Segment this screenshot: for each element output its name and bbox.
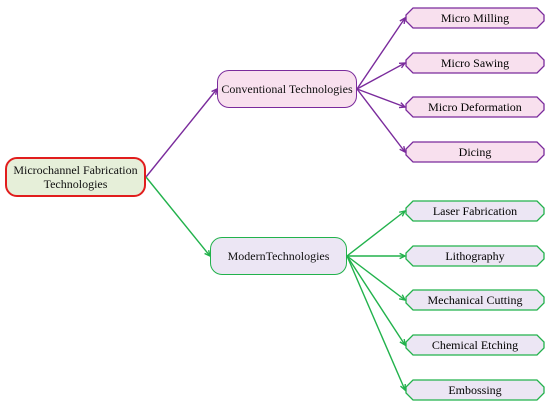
leaf-label: Mechanical Cutting xyxy=(427,292,523,307)
connector-line xyxy=(145,176,211,257)
leaf-node: Embossing xyxy=(405,379,545,401)
connector-line xyxy=(346,210,406,257)
leaf-node: Mechanical Cutting xyxy=(405,289,545,311)
arrowhead xyxy=(400,383,406,392)
leaf-shape xyxy=(405,141,545,163)
leaf-shape xyxy=(405,52,545,74)
root-label: Microchannel Fabrication Technologies xyxy=(13,162,138,191)
arrowhead xyxy=(398,210,407,217)
leaf-shape xyxy=(405,96,545,118)
connector-line xyxy=(346,255,406,391)
leaf-label: Chemical Etching xyxy=(431,337,519,352)
leaf-node: Micro Sawing xyxy=(405,52,545,74)
arrowhead xyxy=(399,338,406,347)
leaf-label: Lithography xyxy=(445,248,505,263)
leaf-label: Micro Deformation xyxy=(428,99,522,114)
connector-line xyxy=(356,88,406,153)
branch-modern-technologies: ModernTechnologies xyxy=(210,237,347,275)
connector-line xyxy=(356,17,406,90)
leaf-node: Lithography xyxy=(405,245,545,267)
arrowhead xyxy=(398,102,407,109)
leaf-node: Laser Fabrication xyxy=(405,200,545,222)
leaf-node: Micro Deformation xyxy=(405,96,545,118)
arrowhead xyxy=(399,252,407,260)
branch-label: Conventional Technologies xyxy=(221,81,353,96)
connector-line xyxy=(346,255,406,301)
leaf-shape xyxy=(405,245,545,267)
arrowhead xyxy=(399,145,406,154)
connector-line xyxy=(356,88,406,108)
connector-line xyxy=(356,62,406,90)
leaf-shape xyxy=(405,200,545,222)
leaf-shape xyxy=(405,379,545,401)
arrowhead xyxy=(398,294,407,301)
leaf-label: Micro Milling xyxy=(440,10,510,25)
connector-line xyxy=(346,255,406,346)
leaf-shape xyxy=(405,334,545,356)
leaf-label: Dicing xyxy=(458,144,492,159)
arrowhead xyxy=(399,16,406,25)
leaf-node: Micro Milling xyxy=(405,7,545,29)
leaf-label: Micro Sawing xyxy=(440,55,510,70)
root-node: Microchannel Fabrication Technologies xyxy=(5,157,146,197)
branch-label: ModernTechnologies xyxy=(227,248,330,263)
branch-conventional-technologies: Conventional Technologies xyxy=(217,70,357,108)
leaf-label: Embossing xyxy=(448,382,502,397)
arrowhead xyxy=(398,62,407,69)
leaf-node: Dicing xyxy=(405,141,545,163)
leaf-node: Chemical Etching xyxy=(405,334,545,356)
leaf-shape xyxy=(405,289,545,311)
leaf-label: Laser Fabrication xyxy=(432,203,518,218)
connector-line xyxy=(145,88,218,178)
leaf-shape xyxy=(405,7,545,29)
